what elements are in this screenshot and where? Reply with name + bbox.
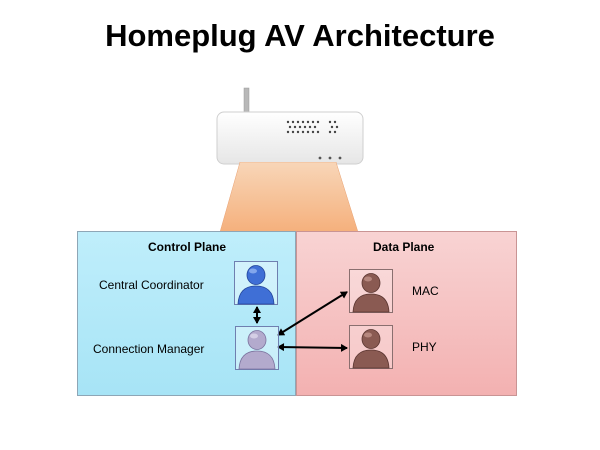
person-brown-phy-icon — [349, 325, 393, 369]
person-brown-mac-icon — [349, 269, 393, 313]
central-coordinator-label: Central Coordinator — [99, 278, 204, 292]
link-manager-phy — [277, 343, 348, 352]
mac-label: MAC — [412, 284, 439, 298]
phy-label: PHY — [412, 340, 437, 354]
signal-beam — [219, 162, 359, 232]
link-manager-mac — [277, 291, 348, 336]
powerline-adapter-icon — [216, 87, 364, 165]
page-title: Homeplug AV Architecture — [105, 18, 495, 53]
control-plane-title: Control Plane — [148, 240, 227, 254]
connection-manager-label: Connection Manager — [93, 342, 205, 356]
data-plane-title: Data Plane — [373, 240, 435, 254]
person-blue-icon — [234, 261, 278, 305]
person-lavender-icon — [235, 326, 279, 370]
